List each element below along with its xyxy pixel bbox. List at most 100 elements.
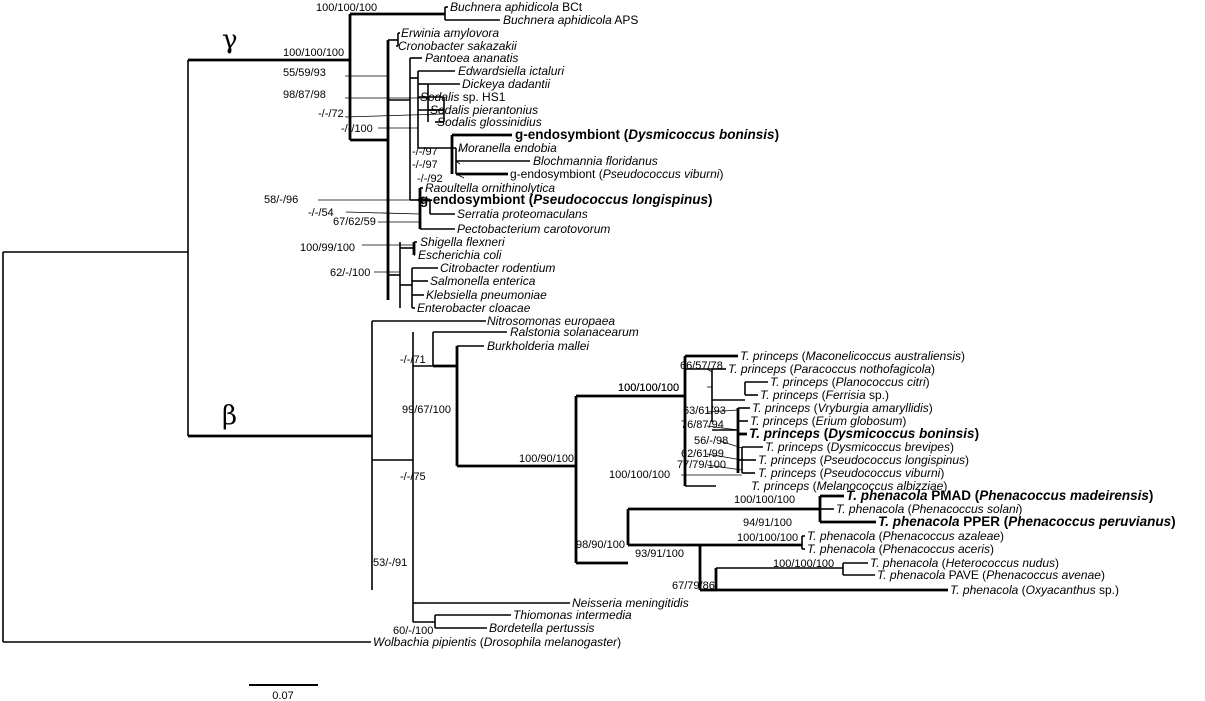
taxon-label-tph_pper: T. phenacola PPER (Phenacoccus peruvianu… <box>878 514 1176 529</box>
taxon-label-tp_plon: T. princeps (Pseudococcus longispinus) <box>758 453 969 467</box>
taxon-label-part: Maconelicoccus australiensis <box>806 349 961 363</box>
support-value: 53/-/91 <box>373 557 407 569</box>
taxon-label-part: Melanococcus albizziae <box>817 479 944 493</box>
support-value: -/-/72 <box>318 108 344 120</box>
support-value: 67/79/86 <box>672 580 715 592</box>
taxon-label-part: ) <box>990 542 994 556</box>
taxon-label-part: ( <box>875 529 882 543</box>
taxon-label-part: ( <box>938 556 945 570</box>
taxon-label-part: Erium globosum <box>816 414 903 428</box>
taxon-label-part: ( <box>818 388 825 402</box>
taxon-label-part: Phenacoccus azaleae <box>883 529 1001 543</box>
taxon-label-salmonella: Salmonella enterica <box>430 274 536 288</box>
taxon-label-part: T. princeps <box>728 362 786 376</box>
taxon-label-part: ) <box>617 635 621 649</box>
taxon-label-tph_hnud: T. phenacola (Heterococcus nudus) <box>870 556 1059 570</box>
taxon-label-part: Ralstonia solanacearum <box>510 325 639 339</box>
taxon-label-g_endo_pvib: g-endosymbiont (Pseudococcus viburni) <box>510 167 723 181</box>
taxon-label-part: ) <box>926 375 930 389</box>
taxon-label-tp_ferr: T. princeps (Ferrisia sp.) <box>760 388 889 402</box>
taxon-label-thiomonas: Thiomonas intermedia <box>513 608 632 622</box>
taxon-label-part: g-endosymbiont ( <box>515 127 629 142</box>
taxon-label-part: Ferrisia <box>826 388 866 402</box>
taxon-label-part: T. princeps <box>760 388 818 402</box>
taxon-label-nitrosomonas: Nitrosomonas europaea <box>487 314 615 328</box>
taxon-label-part: T. princeps <box>749 426 821 441</box>
taxon-label-part: ) <box>1149 488 1154 503</box>
support-value: 100/100/100 <box>618 382 679 394</box>
taxon-label-part: Sodalis glossinidius <box>437 115 542 129</box>
taxon-label-shigella: Shigella flexneri <box>420 235 505 249</box>
taxon-label-part: Heterococcus nudus <box>946 556 1055 570</box>
taxon-label-part: Thiomonas intermedia <box>513 608 632 622</box>
support-value: 100/100/100 <box>283 47 344 59</box>
taxon-label-part: g-endosymbiont ( <box>420 192 534 207</box>
taxon-label-part: BCt <box>559 0 583 14</box>
taxon-label-part: Blochmannia floridanus <box>533 154 658 168</box>
support-value: 67/62/59 <box>333 216 376 228</box>
taxon-label-part: Pantoea ananatis <box>425 51 518 65</box>
taxon-label-part: ) <box>931 362 935 376</box>
taxon-label-part: Paracoccus nothofagicola <box>794 362 932 376</box>
taxon-label-tph_psol: T. phenacola (Phenacoccus solani) <box>836 502 1022 516</box>
taxon-label-tp_dbon: T. princeps (Dysmicoccus boninsis) <box>749 426 979 441</box>
taxon-label-part: ( <box>1018 583 1025 597</box>
leader-line <box>344 113 445 118</box>
taxon-label-citrobacter: Citrobacter rodentium <box>440 261 555 275</box>
taxon-label-burkholderia: Burkholderia mallei <box>487 339 589 353</box>
support-value: -/-/100 <box>341 123 373 135</box>
taxon-label-part: sp. HS1 <box>459 90 505 104</box>
taxon-label-part: T. phenacola <box>836 502 905 516</box>
taxon-label-part: T. princeps <box>751 479 809 493</box>
taxon-label-part: Phenacoccus madeirensis <box>979 488 1149 503</box>
taxon-label-part: Raoultella ornithinolytica <box>425 181 555 195</box>
support-value: 94/91/100 <box>743 517 792 529</box>
taxon-label-part: Dysmicoccus boninsis <box>828 426 975 441</box>
taxon-label-part: Edwardsiella ictaluri <box>458 64 564 78</box>
taxon-label-bordetella: Bordetella pertussis <box>489 621 594 635</box>
support-value: 100/100/100 <box>316 2 377 14</box>
taxon-label-part: Salmonella enterica <box>430 274 536 288</box>
taxon-label-part: ( <box>828 375 835 389</box>
taxon-label-serratia: Serratia proteomaculans <box>457 207 588 221</box>
taxon-label-edwardsiella: Edwardsiella ictaluri <box>458 64 564 78</box>
taxon-label-sodalis_glos: Sodalis glossinidius <box>437 115 542 129</box>
taxon-label-part: ) <box>1000 529 1004 543</box>
taxon-label-tph_paza: T. phenacola (Phenacoccus azaleae) <box>807 529 1004 543</box>
support-value: -/-/97 <box>412 159 438 171</box>
taxon-label-part: Phenacoccus avenae <box>986 568 1101 582</box>
leader-line <box>455 173 465 179</box>
taxon-label-part: Pseudococcus viburni <box>824 466 941 480</box>
taxon-label-moranella: Moranella endobia <box>458 141 557 155</box>
taxon-label-tph_oxya: T. phenacola (Oxyacanthus sp.) <box>950 583 1119 597</box>
clade-label-beta: β <box>222 401 237 431</box>
taxon-label-part: Enterobacter cloacae <box>417 301 531 315</box>
taxon-label-part: ( <box>798 349 805 363</box>
taxon-label-part: ( <box>820 426 829 441</box>
taxon-label-part: ) <box>708 192 713 207</box>
taxon-label-part: T. princeps <box>758 466 816 480</box>
taxon-label-part: ) <box>1101 568 1105 582</box>
taxon-label-wolbachia: Wolbachia pipientis (Drosophila melanoga… <box>373 635 621 649</box>
taxon-label-part: Oxyacanthus <box>1026 583 1096 597</box>
taxon-label-part: T. princeps <box>750 414 808 428</box>
taxon-label-part: T. phenacola <box>878 514 960 529</box>
taxon-label-pectobacterium: Pectobacterium carotovorum <box>457 222 610 236</box>
taxon-label-part: ( <box>808 414 815 428</box>
support-values: 100/100/100100/100/10055/59/9398/87/98-/… <box>264 2 834 637</box>
taxon-label-tp_maco: T. princeps (Maconelicoccus australiensi… <box>740 349 965 363</box>
taxon-label-pantoea: Pantoea ananatis <box>425 51 518 65</box>
taxon-label-part: Vryburgia amaryllidis <box>818 401 929 415</box>
taxon-label-cronobacter: Cronobacter sakazakii <box>398 39 517 53</box>
taxon-label-part: ) <box>950 440 954 454</box>
taxon-label-part: Burkholderia mallei <box>487 339 589 353</box>
leader-line <box>455 160 461 165</box>
taxon-label-part: ) <box>1055 556 1059 570</box>
taxon-label-part: Pseudococcus longispinus <box>533 192 708 207</box>
support-value: 98/87/98 <box>283 89 326 101</box>
leader-line <box>706 409 739 413</box>
taxon-label-g_endo_dbon: g-endosymbiont (Dysmicoccus boninsis) <box>515 127 779 142</box>
clade-label-gamma: γ <box>222 25 238 55</box>
